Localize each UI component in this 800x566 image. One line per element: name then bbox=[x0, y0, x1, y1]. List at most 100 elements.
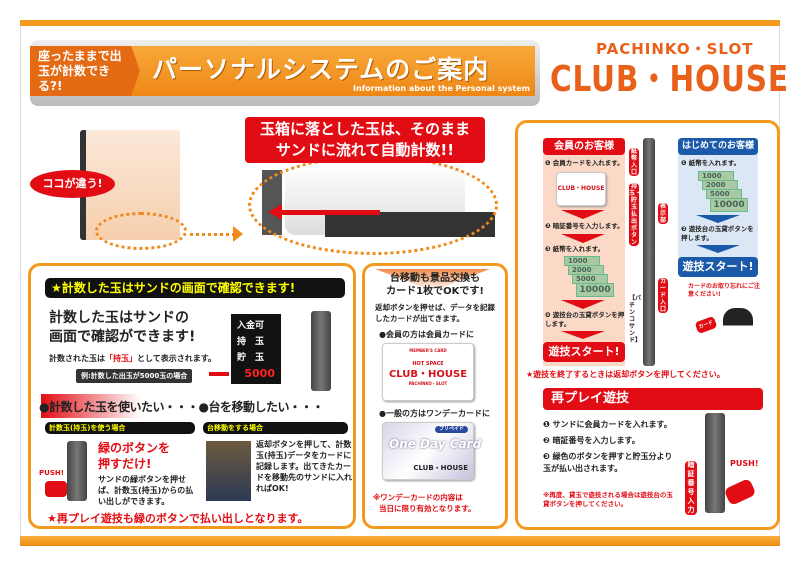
example-label: 例:計数した出玉が5000玉の場合 bbox=[76, 369, 193, 383]
sand-unit-image bbox=[311, 311, 331, 391]
bottom-bar bbox=[20, 536, 780, 546]
section-heading: ●計数した玉を使いたい・・・●台を移動したい・・・ bbox=[39, 400, 324, 414]
member-card-sub: PACHINKO・SLOT bbox=[408, 381, 448, 386]
card-title-1: 台移動も景品交換も bbox=[390, 273, 480, 284]
oneday-note: ※ワンデーカードの内容は 当日に限り有効となります。 bbox=[373, 492, 476, 514]
display-row-1: 入金可 bbox=[237, 321, 265, 331]
sand-display: 入金可 持 玉 貯 玉 5000 bbox=[231, 314, 281, 384]
dotted-arrow bbox=[190, 233, 235, 236]
member-step-4: ❹ 遊技台の玉貸ボタンを押します。 bbox=[545, 311, 625, 328]
replay-step-2: ❷ 暗証番号を入力します。 bbox=[543, 436, 640, 445]
guide-character-image bbox=[723, 308, 753, 366]
arrow-down-icon bbox=[561, 210, 605, 219]
label-display: 表示部 bbox=[658, 203, 668, 224]
arrow-down-icon bbox=[696, 215, 740, 223]
logo: CLUB・HOUSE bbox=[550, 59, 789, 100]
hand-icon bbox=[723, 477, 757, 507]
arrow-down-icon bbox=[561, 234, 605, 243]
member-step-1: ❶ 会員カードを入れます。 bbox=[545, 159, 624, 167]
arrow-down-icon bbox=[561, 331, 605, 339]
arrow-right-icon bbox=[233, 226, 243, 242]
top-bar bbox=[20, 20, 780, 26]
replay-header: 再プレイ遊技 bbox=[543, 388, 763, 410]
card-text: 返却ボタンを押せば、データを記録したカードが出てきます。 bbox=[375, 303, 495, 323]
oneday-brand: CLUB・HOUSE bbox=[413, 464, 468, 472]
arrow-down-icon bbox=[561, 300, 605, 309]
label-sand-name: 【パチンコサンド】 bbox=[629, 295, 642, 344]
desc-em: 「持玉」 bbox=[105, 354, 137, 363]
bill-10000: 10000 bbox=[576, 283, 614, 297]
use-title: 緑のボタンを 押すだけ! bbox=[98, 440, 170, 472]
card-title-2: カード1枚でOKです! bbox=[386, 286, 484, 297]
headline-line-2: サンドに流れて自動計数!! bbox=[275, 141, 455, 159]
replay-step-3: ❸ 緑色のボタンを押すと貯玉分より玉が払い出されます。 bbox=[543, 452, 673, 473]
arrow-icon bbox=[209, 372, 229, 376]
oneday-name: One Day Card bbox=[389, 437, 482, 451]
member-card-small: CLUB・HOUSE bbox=[556, 172, 606, 206]
move-text: 返却ボタンを押して、計数玉(持玉)データをカードに記録します。出てきたカードを移… bbox=[256, 440, 352, 493]
left-panel: ★計数した玉はサンドの画面で確認できます! 計数した玉はサンドの 画面で確認がで… bbox=[28, 263, 356, 529]
section-deco bbox=[41, 394, 141, 418]
right-panel: 会員のお客様 ❶ 会員カードを入れます。 CLUB・HOUSE ❷ 暗証番号を入… bbox=[515, 120, 780, 530]
member-start: 遊技スタート! bbox=[543, 342, 625, 362]
display-row-3: 貯 玉 bbox=[237, 353, 265, 363]
note-1: ※ワンデーカードの内容は bbox=[373, 493, 463, 502]
page-subtitle: Information about the Personal system bbox=[353, 84, 530, 93]
first-header: はじめてのお客様 bbox=[678, 138, 758, 155]
callout-bubble: ココが違う! bbox=[30, 170, 115, 198]
member-header: 会員のお客様 bbox=[543, 138, 625, 155]
member-label: ●会員の方は会員カードに bbox=[379, 330, 474, 339]
use-text: サンドの緑ボタンを押せば、計数玉(持玉)からの払い出しができます。 bbox=[98, 475, 194, 506]
title-line-2: 画面で確認ができます! bbox=[49, 329, 196, 345]
first-start: 遊技スタート! bbox=[678, 257, 758, 277]
member-step-2: ❷ 暗証番号を入力します。 bbox=[545, 222, 624, 230]
member-card-name: CLUB・HOUSE bbox=[388, 369, 468, 380]
page-title: パーソナルシステムのご案内 bbox=[152, 55, 490, 84]
use-title-2: 押すだけ! bbox=[98, 457, 152, 471]
header-tag: 座ったままで出玉が計数できる?! bbox=[30, 46, 140, 96]
desc-pre: 計数された玉は bbox=[49, 354, 105, 363]
oneday-card-image: プリペイド One Day Card CLUB・HOUSE bbox=[382, 422, 481, 480]
title-line-1: 計数した玉はサンドの bbox=[49, 310, 189, 326]
middle-panel: 台移動も景品交換も カード1枚でOKです! 返却ボタンを押せば、データを記録した… bbox=[362, 263, 508, 529]
arrow-down-icon bbox=[696, 245, 740, 253]
replay-note: ※再度、貸玉で遊技される場合は遊技台の玉貸ボタンを押してください。 bbox=[543, 491, 673, 508]
card-insert-photo bbox=[206, 441, 251, 501]
push-label: PUSH! bbox=[39, 469, 64, 477]
general-label: ●一般の方はワンデーカードに bbox=[379, 409, 490, 418]
auto-count-headline: 玉箱に落とした玉は、そのまま サンドに流れて自動計数!! bbox=[245, 117, 485, 163]
character-card: カード bbox=[694, 315, 718, 335]
label-bill-slot: 紙幣入口 bbox=[629, 148, 639, 176]
use-bar: 計数玉(持玉)を使う場合 bbox=[45, 422, 195, 434]
push-label-replay: PUSH! bbox=[730, 459, 759, 468]
replay-note: ★再プレイ遊技も緑のボタンで払い出しとなります。 bbox=[47, 512, 309, 525]
logo-tagline: PACHINKO・SLOT bbox=[596, 40, 754, 58]
desc-post: として表示されます。 bbox=[137, 354, 216, 363]
first-step-1: ❶ 紙幣を入れます。 bbox=[681, 159, 741, 167]
highlight-circle bbox=[95, 212, 187, 250]
card-caution: カードのお取り忘れにご注意ください! bbox=[688, 283, 760, 298]
confirm-title: 計数した玉はサンドの 画面で確認ができます! bbox=[49, 309, 195, 347]
confirm-desc: 計数された玉は「持玉」として表示されます。 bbox=[49, 353, 216, 364]
member-card-image: MEMBER'S CARD HOT SPACE CLUB・HOUSE PACHI… bbox=[382, 343, 474, 401]
replay-step-1: ❶ サンドに会員カードを入れます。 bbox=[543, 420, 672, 429]
headline-line-1: 玉箱に落とした玉は、そのまま bbox=[259, 120, 470, 138]
sand-unit-small bbox=[67, 441, 87, 501]
first-step-2: ❷ 遊技台の玉貸ボタンを押します。 bbox=[681, 225, 754, 242]
prepaid-label: プリペイド bbox=[434, 426, 468, 433]
member-card-top: MEMBER'S CARD bbox=[409, 348, 447, 353]
end-note: ★遊技を終了するときは返却ボタンを押してください。 bbox=[526, 370, 725, 379]
member-card-hot: HOT SPACE bbox=[412, 361, 444, 367]
confirm-bar: ★計数した玉はサンドの画面で確認できます! bbox=[45, 278, 345, 298]
member-step-3: ❸ 紙幣を入れます。 bbox=[545, 245, 605, 253]
label-payout-button: 持玉・貯玉払出ボタン bbox=[629, 183, 642, 246]
note-2: 当日に限り有効となります。 bbox=[379, 504, 476, 513]
bill-10000: 10000 bbox=[710, 198, 748, 212]
display-value: 5000 bbox=[244, 367, 275, 380]
sand-unit-replay bbox=[705, 413, 725, 513]
display-row-2: 持 玉 bbox=[237, 337, 265, 347]
highlight-circle-2 bbox=[248, 155, 498, 255]
label-card-slot: カード入口 bbox=[658, 278, 668, 313]
header-banner: 座ったままで出玉が計数できる?! パーソナルシステムのご案内 Informati… bbox=[30, 40, 540, 106]
pin-input-label: 暗証番号入力 bbox=[685, 461, 697, 515]
